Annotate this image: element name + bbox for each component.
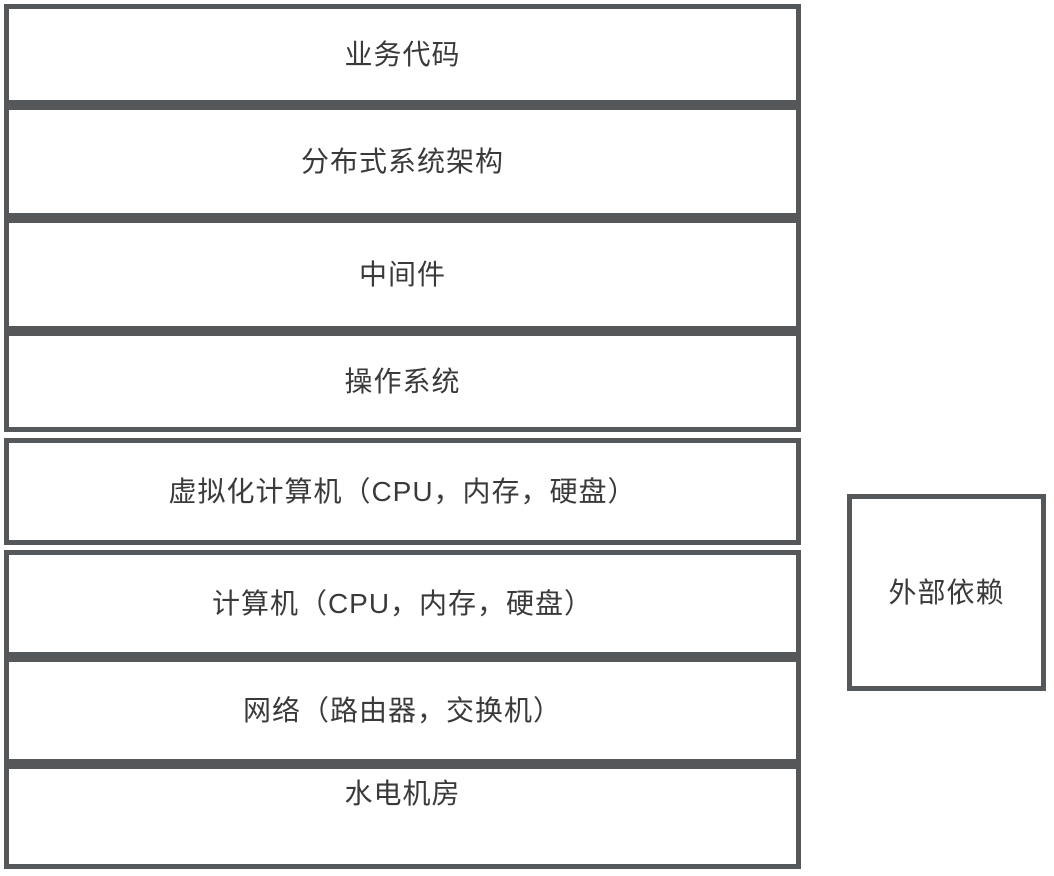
layer-label-middleware: 中间件 — [358, 258, 446, 290]
layer-box-network: 网络（路由器，交换机） — [4, 657, 801, 764]
layer-box-virtualized-computer: 虚拟化计算机（CPU，内存，硬盘） — [4, 438, 801, 545]
layer-box-distributed-architecture: 分布式系统架构 — [4, 105, 801, 218]
layer-label-power-and-machine-room: 水电机房 — [344, 778, 461, 809]
layer-box-computer: 计算机（CPU，内存，硬盘） — [4, 550, 801, 657]
layer-label-business-code: 业务代码 — [344, 38, 461, 70]
external-dependency-box: 外部依赖 — [847, 494, 1046, 691]
external-dependency-label: 外部依赖 — [888, 576, 1005, 608]
layer-box-middleware: 中间件 — [4, 218, 801, 331]
layer-box-business-code: 业务代码 — [4, 4, 801, 105]
layer-box-power-and-machine-room: 水电机房 — [4, 764, 801, 869]
layer-label-virtualized-computer: 虚拟化计算机（CPU，内存，硬盘） — [168, 475, 637, 507]
layer-label-computer: 计算机（CPU，内存，硬盘） — [211, 587, 594, 619]
layer-label-operating-system: 操作系统 — [344, 365, 461, 397]
layer-label-network: 网络（路由器，交换机） — [242, 694, 562, 726]
layer-label-distributed-architecture: 分布式系统架构 — [300, 145, 504, 177]
layer-box-operating-system: 操作系统 — [4, 331, 801, 432]
